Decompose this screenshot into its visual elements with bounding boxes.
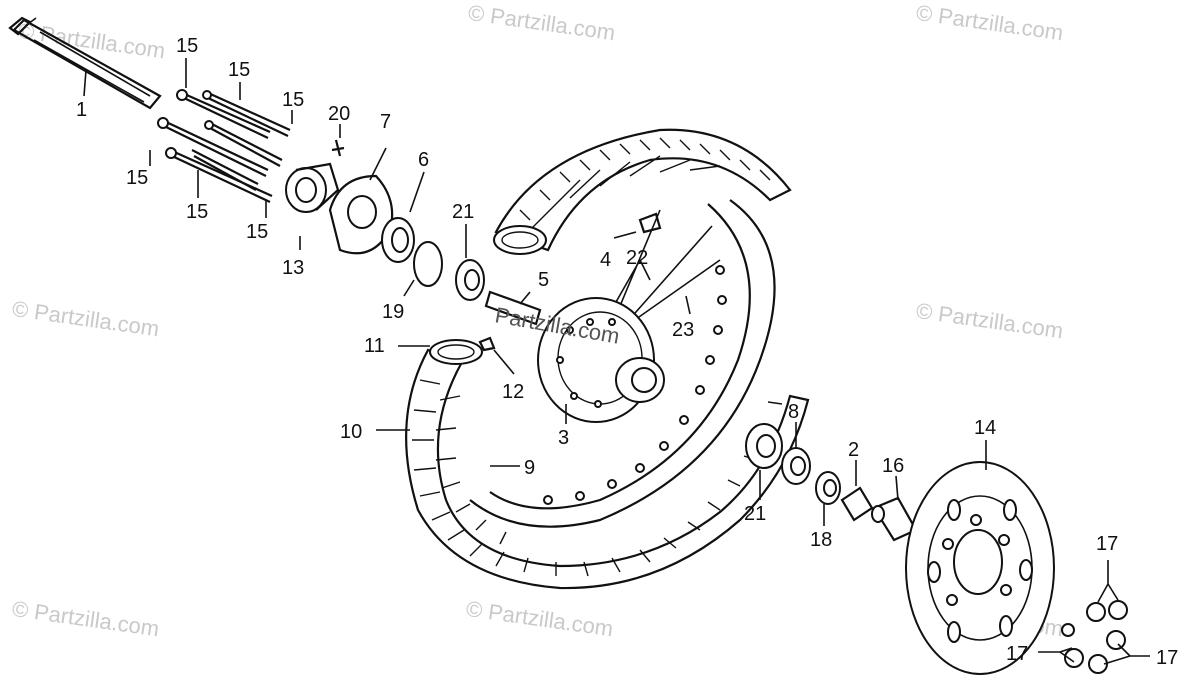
label-15-b: 15 [228,59,250,81]
label-15-c: 15 [282,89,304,111]
spacer-part [871,475,918,542]
label-20: 20 [328,103,350,125]
label-15-d: 15 [126,167,148,189]
label-7: 7 [380,111,391,133]
label-10: 10 [340,421,362,443]
label-15-e: 15 [186,201,208,223]
seal-part [781,422,811,485]
nuts-part [1038,560,1150,674]
label-5: 5 [538,269,549,291]
label-17-right: 17 [1156,647,1178,669]
label-11: 11 [364,335,385,357]
bearing-small-part [815,471,841,526]
label-1: 1 [76,99,87,121]
bearing-right-part [745,423,783,500]
label-12: 12 [502,381,524,403]
bolts-part [157,89,291,203]
collar-part [840,460,874,522]
label-17-left: 17 [1006,643,1028,665]
label-18: 18 [810,529,832,551]
label-14: 14 [974,417,996,439]
label-4: 4 [600,249,611,271]
label-15-f: 15 [246,221,268,243]
label-15-a: 15 [176,35,198,57]
plate-part [328,147,394,255]
tire-section-top [493,128,792,255]
label-8: 8 [788,401,799,423]
label-19: 19 [382,301,404,323]
hub-part [537,297,665,424]
flange-part [285,162,340,250]
label-16: 16 [882,455,904,477]
label-23: 23 [672,319,694,341]
rim-part [469,199,776,528]
label-21-top: 21 [452,201,474,223]
brake-disc-part [905,440,1055,675]
label-17-top: 17 [1096,533,1118,555]
label-9: 9 [524,457,535,479]
bearing-left-part [455,224,485,301]
axle-part [8,16,162,110]
label-13: 13 [282,257,304,279]
retainer-part [381,171,425,263]
label-22: 22 [626,247,648,269]
label-6: 6 [418,149,429,171]
label-3: 3 [558,427,569,449]
label-2: 2 [848,439,859,461]
label-21-bottom: 21 [744,503,766,525]
